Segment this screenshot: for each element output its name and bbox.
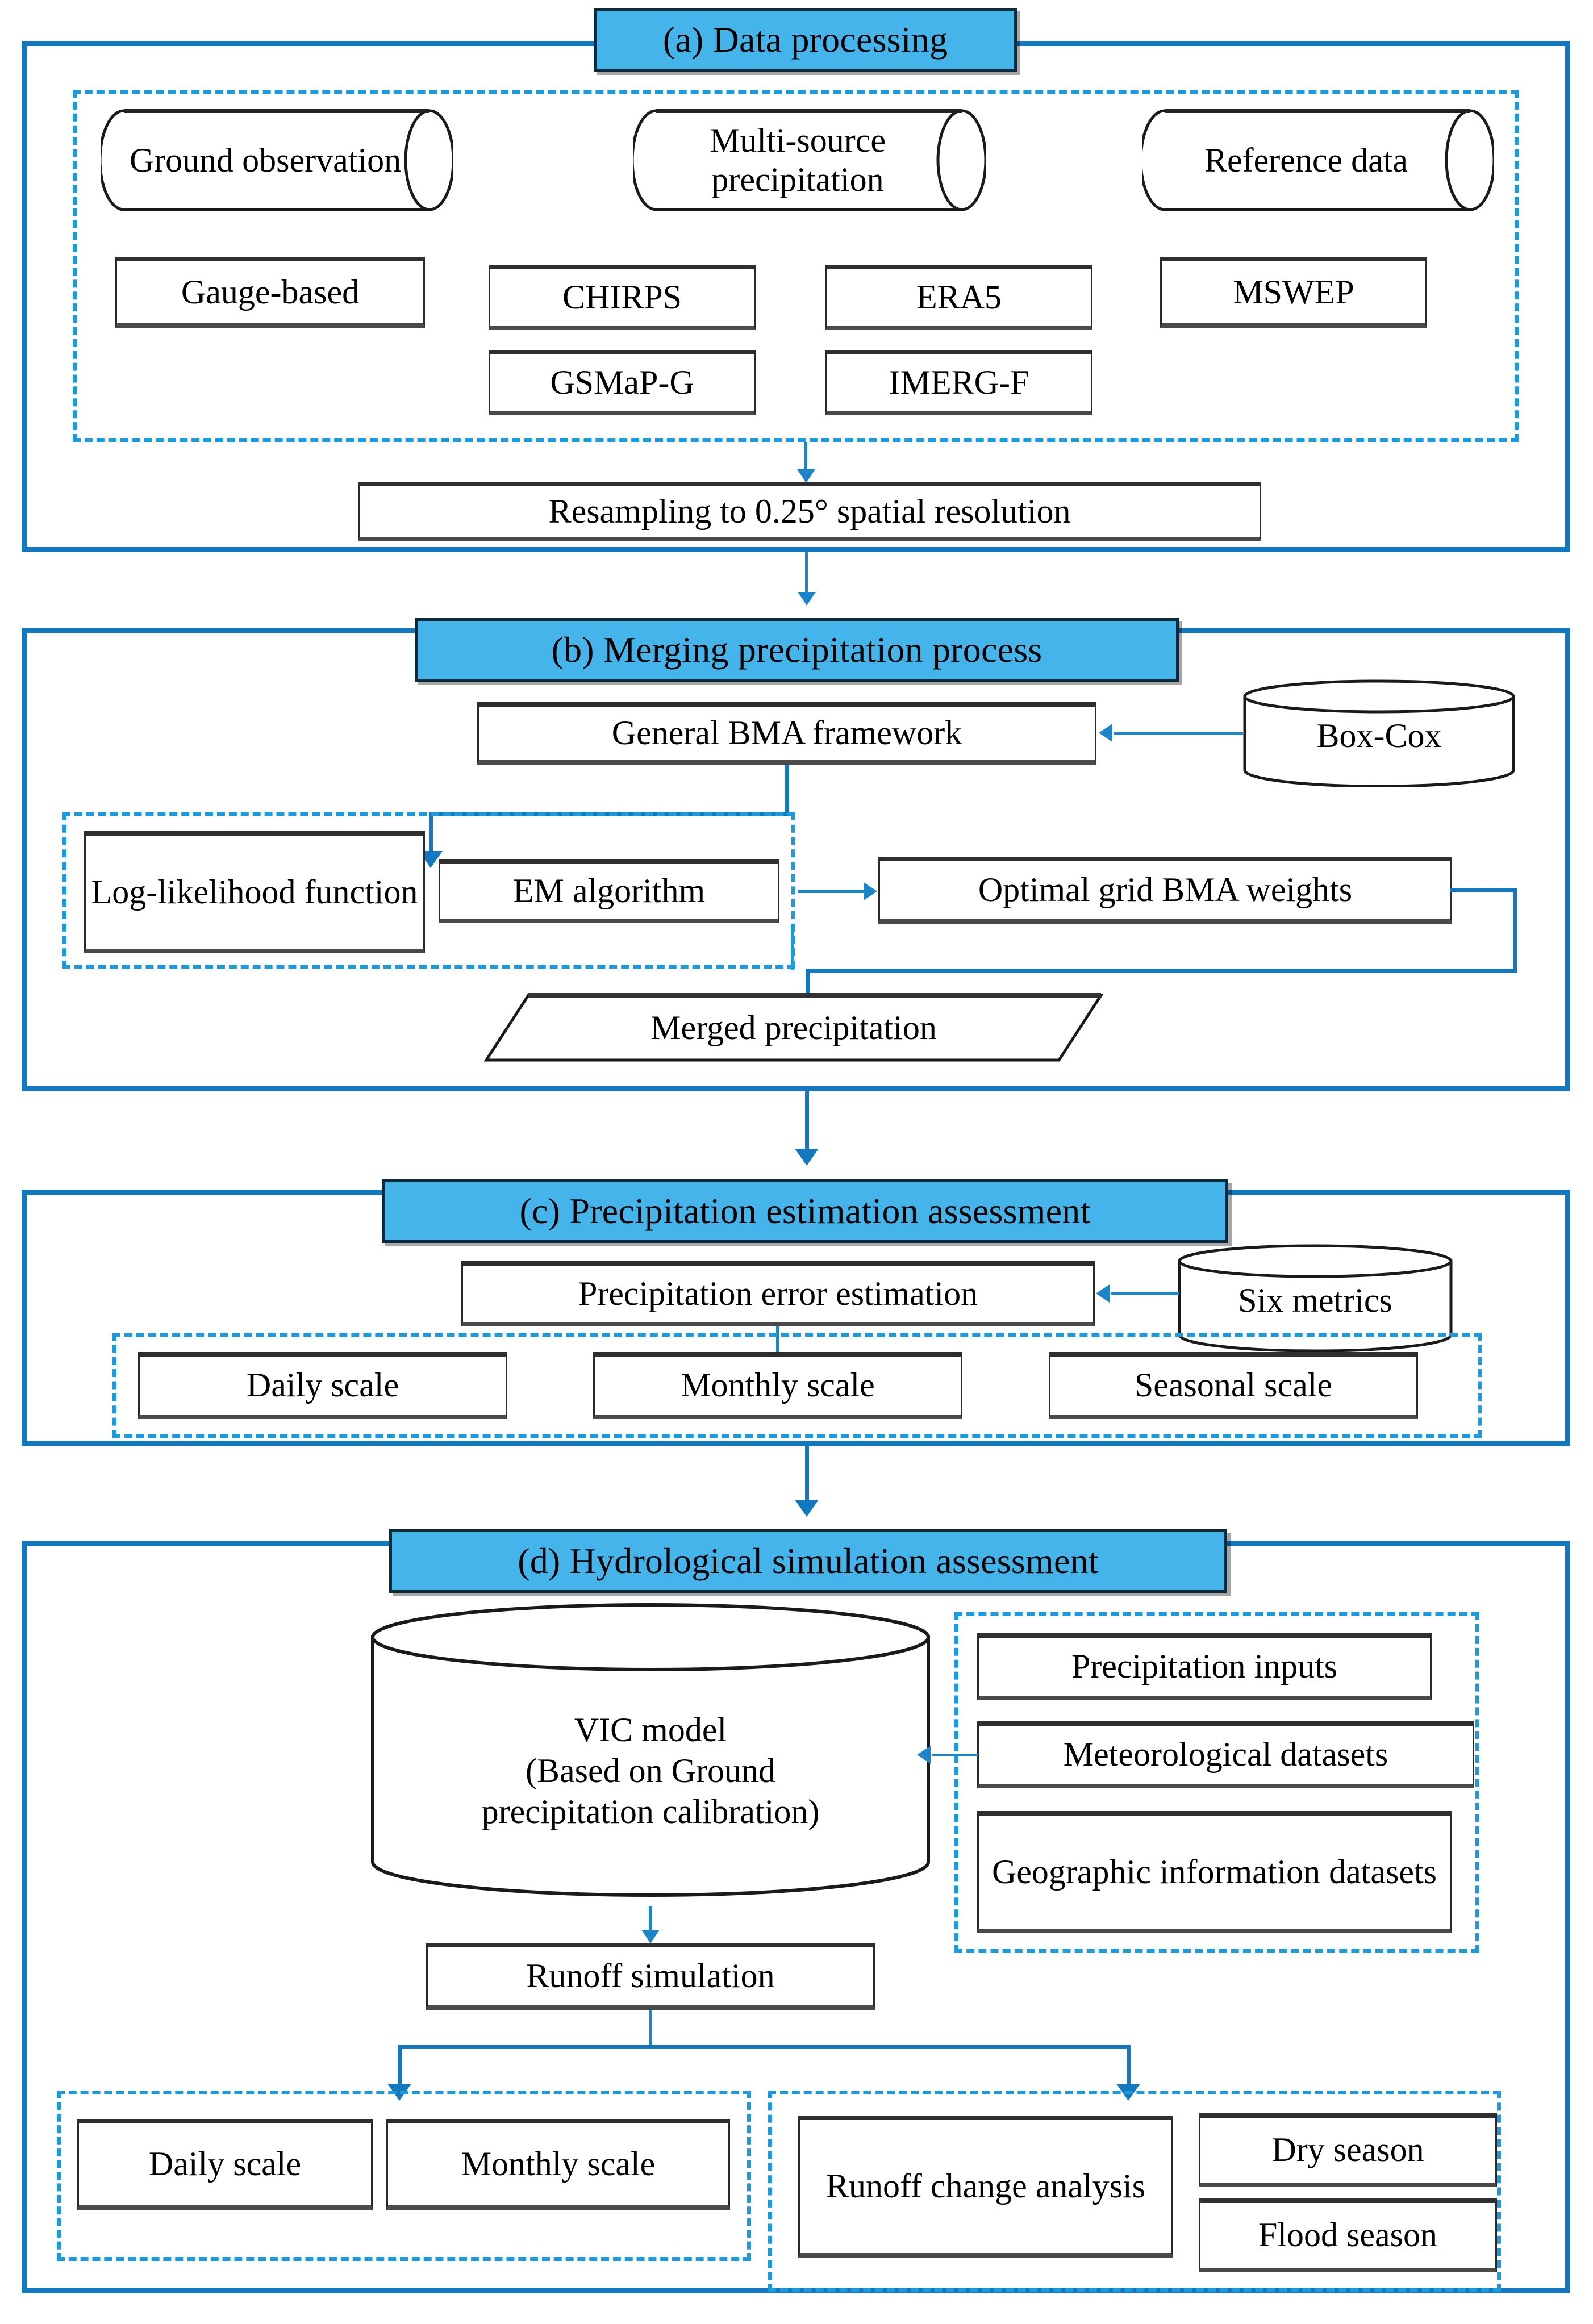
box-precipitation-error-estimation: Precipitation error estimation — [461, 1261, 1095, 1326]
cylinder-box-cox-label: Box-Cox — [1316, 717, 1442, 754]
connector-em-to-weights — [798, 890, 866, 893]
vic-line-2: (Based on Ground — [526, 1752, 775, 1789]
connector-boxcox-to-framework — [1114, 732, 1243, 735]
cylinder-reference-data: Reference data — [1142, 109, 1494, 211]
connector-vic-to-runoff — [649, 1906, 652, 1935]
box-log-likelihood-function: Log-likelihood function — [84, 831, 425, 953]
connector-runoff-down — [649, 2010, 652, 2048]
panel-d-inputs-group — [954, 1612, 1479, 1953]
arrowhead-boxcox-to-framework — [1099, 724, 1112, 742]
box-geographic-information-datasets: Geographic information datasets — [977, 1811, 1452, 1933]
cylinder-reference-data-label: Reference data — [1204, 141, 1408, 179]
parallelogram-merged-precipitation: Merged precipitation — [484, 993, 1103, 1062]
box-em-algorithm: EM algorithm — [439, 859, 779, 923]
connector-c-to-d — [805, 1446, 809, 1505]
cylinder-ground-observation-label: Ground observation — [129, 141, 402, 179]
arrowhead-b-to-c — [795, 1149, 819, 1166]
box-c-daily-scale: Daily scale — [138, 1352, 507, 1419]
cylinder-multi-source-label: Multi-source precipitation — [710, 122, 886, 198]
box-dry-season: Dry season — [1199, 2113, 1497, 2187]
connector-a-to-resampling — [804, 442, 807, 475]
panel-c-scales-group — [112, 1333, 1482, 1438]
box-mswep: MSWEP — [1160, 257, 1427, 328]
panel-d-banner: (d) Hydrological simulation assessment — [389, 1529, 1227, 1593]
box-imerg-f: IMERG-F — [825, 350, 1092, 415]
box-d-monthly-scale: Monthly scale — [386, 2119, 730, 2210]
panel-a-banner: (a) Data processing — [594, 8, 1017, 72]
cylinder-six-metrics-label: Six metrics — [1238, 1282, 1392, 1319]
connector-weights-right — [1450, 888, 1517, 892]
cylinder-six-metrics: Six metrics — [1176, 1244, 1454, 1352]
connector-group-b-stub — [791, 924, 794, 970]
arrowhead-inputs-to-vic — [917, 1746, 931, 1764]
panel-d-scales-group — [57, 2091, 751, 2261]
arrowhead-em-to-weights — [864, 882, 877, 900]
box-era5: ERA5 — [825, 265, 1092, 330]
connector-framework-down — [785, 765, 789, 816]
cylinder-vic-model: VIC model (Based on Ground precipitation… — [369, 1602, 932, 1897]
connector-weights-to-merged — [806, 969, 810, 1005]
vic-line-1: VIC model — [574, 1711, 727, 1749]
connector-runoff-left-branch — [398, 2045, 402, 2091]
panel-c-banner: (c) Precipitation estimation assessment — [382, 1179, 1228, 1243]
box-runoff-simulation: Runoff simulation — [426, 1943, 875, 2010]
box-c-seasonal-scale: Seasonal scale — [1049, 1352, 1418, 1419]
box-optimal-grid-bma-weights: Optimal grid BMA weights — [878, 857, 1452, 924]
parallelogram-merged-label: Merged precipitation — [650, 1008, 937, 1046]
box-general-bma-framework: General BMA framework — [477, 702, 1096, 765]
connector-b-to-c — [805, 1091, 809, 1154]
arrowhead-c-to-d — [795, 1500, 819, 1517]
cylinder-vic-model-label: VIC model (Based on Ground precipitation… — [369, 1602, 932, 1897]
connector-runoff-split — [398, 2045, 1131, 2049]
connector-runoff-right-branch — [1127, 2045, 1131, 2091]
box-gsmap-g: GSMaP-G — [489, 350, 756, 415]
arrowhead-vic-to-runoff — [641, 1930, 660, 1943]
box-resampling: Resampling to 0.25° spatial resolution — [358, 482, 1261, 541]
arrowhead-metrics-to-error — [1096, 1284, 1110, 1303]
arrowhead-a-to-resampling — [797, 469, 815, 483]
cylinder-box-cox: Box-Cox — [1241, 679, 1517, 787]
cylinder-multi-source-precipitation: Multi-source precipitation — [633, 109, 986, 211]
connector-weights-down — [1513, 888, 1517, 973]
box-gauge-based: Gauge-based — [115, 257, 425, 328]
box-runoff-change-analysis: Runoff change analysis — [798, 2116, 1173, 2258]
connector-metrics-to-error — [1111, 1292, 1179, 1295]
box-flood-season: Flood season — [1199, 2198, 1497, 2272]
connector-inputs-to-vic — [932, 1754, 978, 1756]
box-meteorological-datasets: Meteorological datasets — [977, 1721, 1474, 1788]
box-chirps: CHIRPS — [489, 265, 756, 330]
box-d-daily-scale: Daily scale — [77, 2119, 373, 2210]
vic-line-3: precipitation calibration) — [481, 1793, 820, 1830]
connector-framework-into-group — [429, 812, 433, 857]
panel-b-banner: (b) Merging precipitation process — [415, 618, 1179, 682]
connector-a-to-b — [805, 552, 808, 599]
cylinder-ground-observation: Ground observation — [101, 109, 453, 211]
arrowhead-a-to-b — [798, 592, 816, 606]
connector-error-down — [776, 1326, 779, 1361]
panel-d-runoff-change-group — [768, 2091, 1501, 2292]
box-c-monthly-scale: Monthly scale — [593, 1352, 962, 1419]
panel-b-em-group — [62, 812, 795, 969]
box-precipitation-inputs: Precipitation inputs — [977, 1633, 1432, 1700]
panel-a-sources-group — [73, 90, 1519, 442]
connector-weights-back-left — [806, 969, 1517, 973]
